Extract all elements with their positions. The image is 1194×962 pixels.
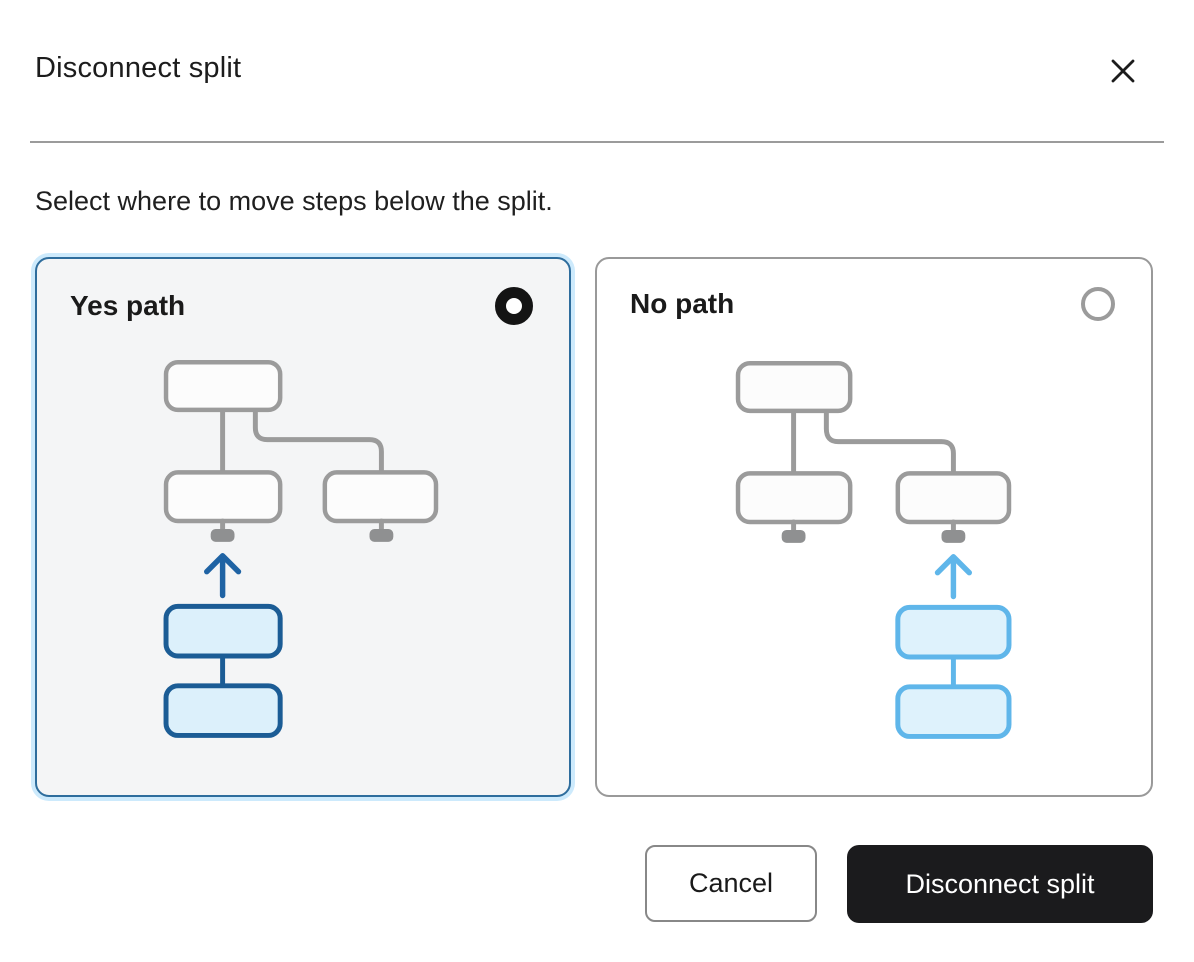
- option-card-yes-path[interactable]: Yes path: [35, 257, 571, 797]
- card-header: No path: [630, 287, 1115, 321]
- disconnect-split-button[interactable]: Disconnect split: [847, 845, 1153, 923]
- close-icon: [1107, 55, 1139, 87]
- radio-no-path-unchecked[interactable]: [1081, 287, 1115, 321]
- option-label-yes-path: Yes path: [70, 290, 186, 321]
- yes-path-diagram: [163, 360, 439, 738]
- no-path-diagram: [735, 360, 1012, 739]
- path-options: Yes path: [35, 257, 1153, 797]
- header-divider: [30, 141, 1164, 143]
- dialog-description: Select where to move steps below the spl…: [35, 186, 553, 216]
- option-card-no-path[interactable]: No path: [595, 257, 1153, 797]
- option-label-no-path: No path: [630, 288, 735, 319]
- dialog-title: Disconnect split: [35, 52, 242, 84]
- cancel-button[interactable]: Cancel: [645, 845, 817, 922]
- close-button[interactable]: [1100, 48, 1146, 94]
- card-header: Yes path: [70, 287, 533, 325]
- radio-yes-path-checked[interactable]: [495, 287, 533, 325]
